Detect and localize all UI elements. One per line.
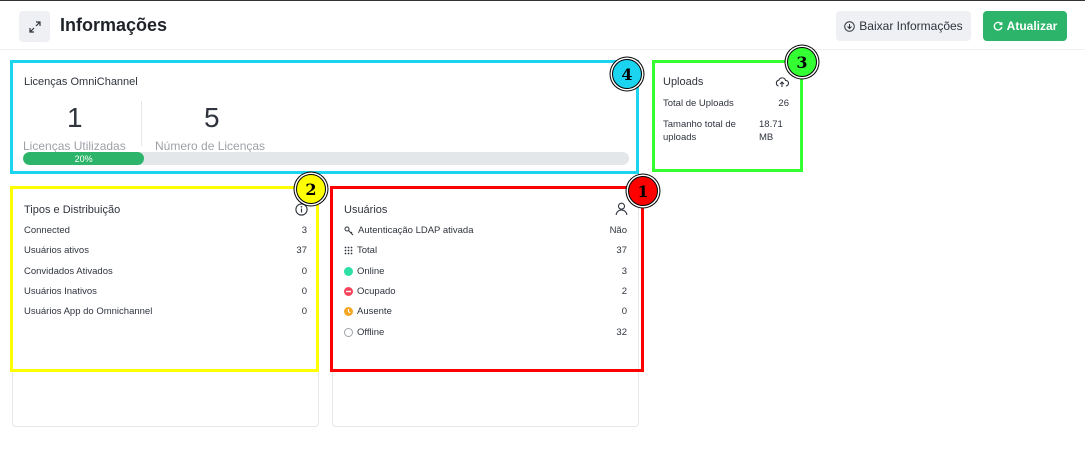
- licenses-progress-text: 20%: [74, 153, 93, 164]
- types-row-label: Usuários Inativos: [24, 286, 97, 297]
- info-icon[interactable]: [295, 203, 308, 216]
- types-row: Usuários App do Omnichannel 0: [24, 306, 307, 320]
- types-row: Usuários Inativos 0: [24, 286, 307, 300]
- licenses-used-value: 1: [67, 102, 83, 133]
- users-card: Usuários Autenticação LDAP ativada Não T…: [332, 186, 639, 427]
- download-icon: [844, 20, 856, 32]
- licenses-progress-fill: 20%: [23, 152, 145, 165]
- annotation-badge-1: 1: [628, 176, 658, 206]
- highlight-box-uploads: [652, 60, 803, 172]
- refresh-icon: [993, 21, 1003, 31]
- highlight-box-licenses: [10, 60, 639, 174]
- refresh-label: Atualizar: [1006, 19, 1058, 33]
- types-row-value: 37: [296, 245, 307, 256]
- uploads-row-value: 18.71 MB: [759, 119, 783, 143]
- expand-icon: [28, 20, 41, 33]
- refresh-button[interactable]: Atualizar: [983, 11, 1067, 41]
- annotation-badge-2: 2: [296, 174, 326, 204]
- users-row-busy: Ocupado 2: [344, 286, 627, 300]
- licenses-divider: [141, 101, 142, 146]
- users-row-label: Autenticação LDAP ativada: [358, 225, 474, 236]
- users-row-value: 37: [616, 245, 627, 256]
- types-row: Convidados Ativados 0: [24, 266, 307, 280]
- types-row-label: Convidados Ativados: [24, 266, 113, 277]
- types-title: Tipos e Distribuição: [24, 204, 121, 216]
- types-row: Connected 3: [24, 225, 307, 239]
- page-title: Informações: [60, 15, 168, 35]
- busy-status-icon: [344, 287, 353, 296]
- users-row-value: Não: [609, 225, 627, 236]
- users-row-value: 3: [621, 266, 627, 277]
- users-row-total: Total 37: [344, 245, 627, 259]
- top-bar: Informações Baixar Informações Atualizar: [0, 0, 1085, 50]
- offline-status-icon: [344, 328, 353, 337]
- users-row-online: Online 3: [344, 266, 627, 280]
- types-row-value: 0: [301, 306, 307, 317]
- types-row-label: Usuários App do Omnichannel: [24, 306, 153, 317]
- uploads-row-total: Total de Uploads 26: [663, 98, 789, 112]
- annotation-badge-number: 4: [621, 64, 633, 84]
- users-row-value: 2: [621, 286, 627, 297]
- users-row-label: Online: [357, 266, 385, 277]
- annotation-badge-number: 1: [637, 181, 649, 201]
- licenses-title: Licenças OmniChannel: [24, 76, 138, 88]
- online-status-icon: [344, 267, 353, 276]
- users-row-away: Ausente 0: [344, 306, 627, 320]
- highlight-box-users: [330, 186, 644, 372]
- licenses-total-value: 5: [204, 102, 220, 133]
- types-row-value: 0: [301, 266, 307, 277]
- annotation-badge-3: 3: [787, 47, 817, 77]
- types-row-label: Usuários ativos: [24, 245, 89, 256]
- types-card: Tipos e Distribuição Connected 3 Usuário…: [12, 186, 319, 427]
- types-row-label: Connected: [24, 225, 70, 236]
- annotation-badge-4: 4: [612, 59, 642, 89]
- users-title: Usuários: [344, 204, 388, 216]
- users-row-value: 0: [621, 306, 627, 317]
- uploads-row-value: 26: [778, 98, 789, 109]
- uploads-row-label: Total de Uploads: [663, 98, 734, 109]
- annotation-badge-number: 2: [305, 179, 317, 199]
- users-row-offline: Offline 32: [344, 327, 627, 341]
- licenses-used-label: Licenças Utilizadas: [23, 139, 126, 153]
- user-icon: [615, 202, 628, 216]
- types-row: Usuários ativos 37: [24, 245, 307, 259]
- download-info-label: Baixar Informações: [859, 19, 963, 33]
- away-status-icon: [344, 307, 353, 316]
- types-row-value: 0: [301, 286, 307, 297]
- users-row-label: Total: [357, 245, 378, 256]
- types-row-value: 3: [301, 225, 307, 236]
- uploads-row-label: Tamanho total de uploads: [663, 119, 736, 143]
- highlight-box-types: [10, 186, 319, 372]
- users-row-value: 32: [616, 327, 627, 338]
- uploads-title: Uploads: [663, 76, 704, 88]
- users-row-ldap: Autenticação LDAP ativada Não: [344, 225, 627, 239]
- cloud-upload-icon: [775, 77, 789, 87]
- annotation-badge-number: 3: [796, 52, 808, 72]
- licenses-total-label: Número de Licenças: [155, 139, 266, 153]
- users-row-label: Offline: [357, 327, 385, 338]
- users-row-label: Ausente: [357, 306, 392, 317]
- download-info-button[interactable]: Baixar Informações: [836, 11, 971, 41]
- users-row-label: Ocupado: [357, 286, 396, 297]
- grid-icon: [344, 246, 353, 255]
- expand-button[interactable]: [19, 11, 50, 42]
- licenses-progress-bar: 20%: [23, 152, 629, 165]
- key-icon: [344, 226, 354, 235]
